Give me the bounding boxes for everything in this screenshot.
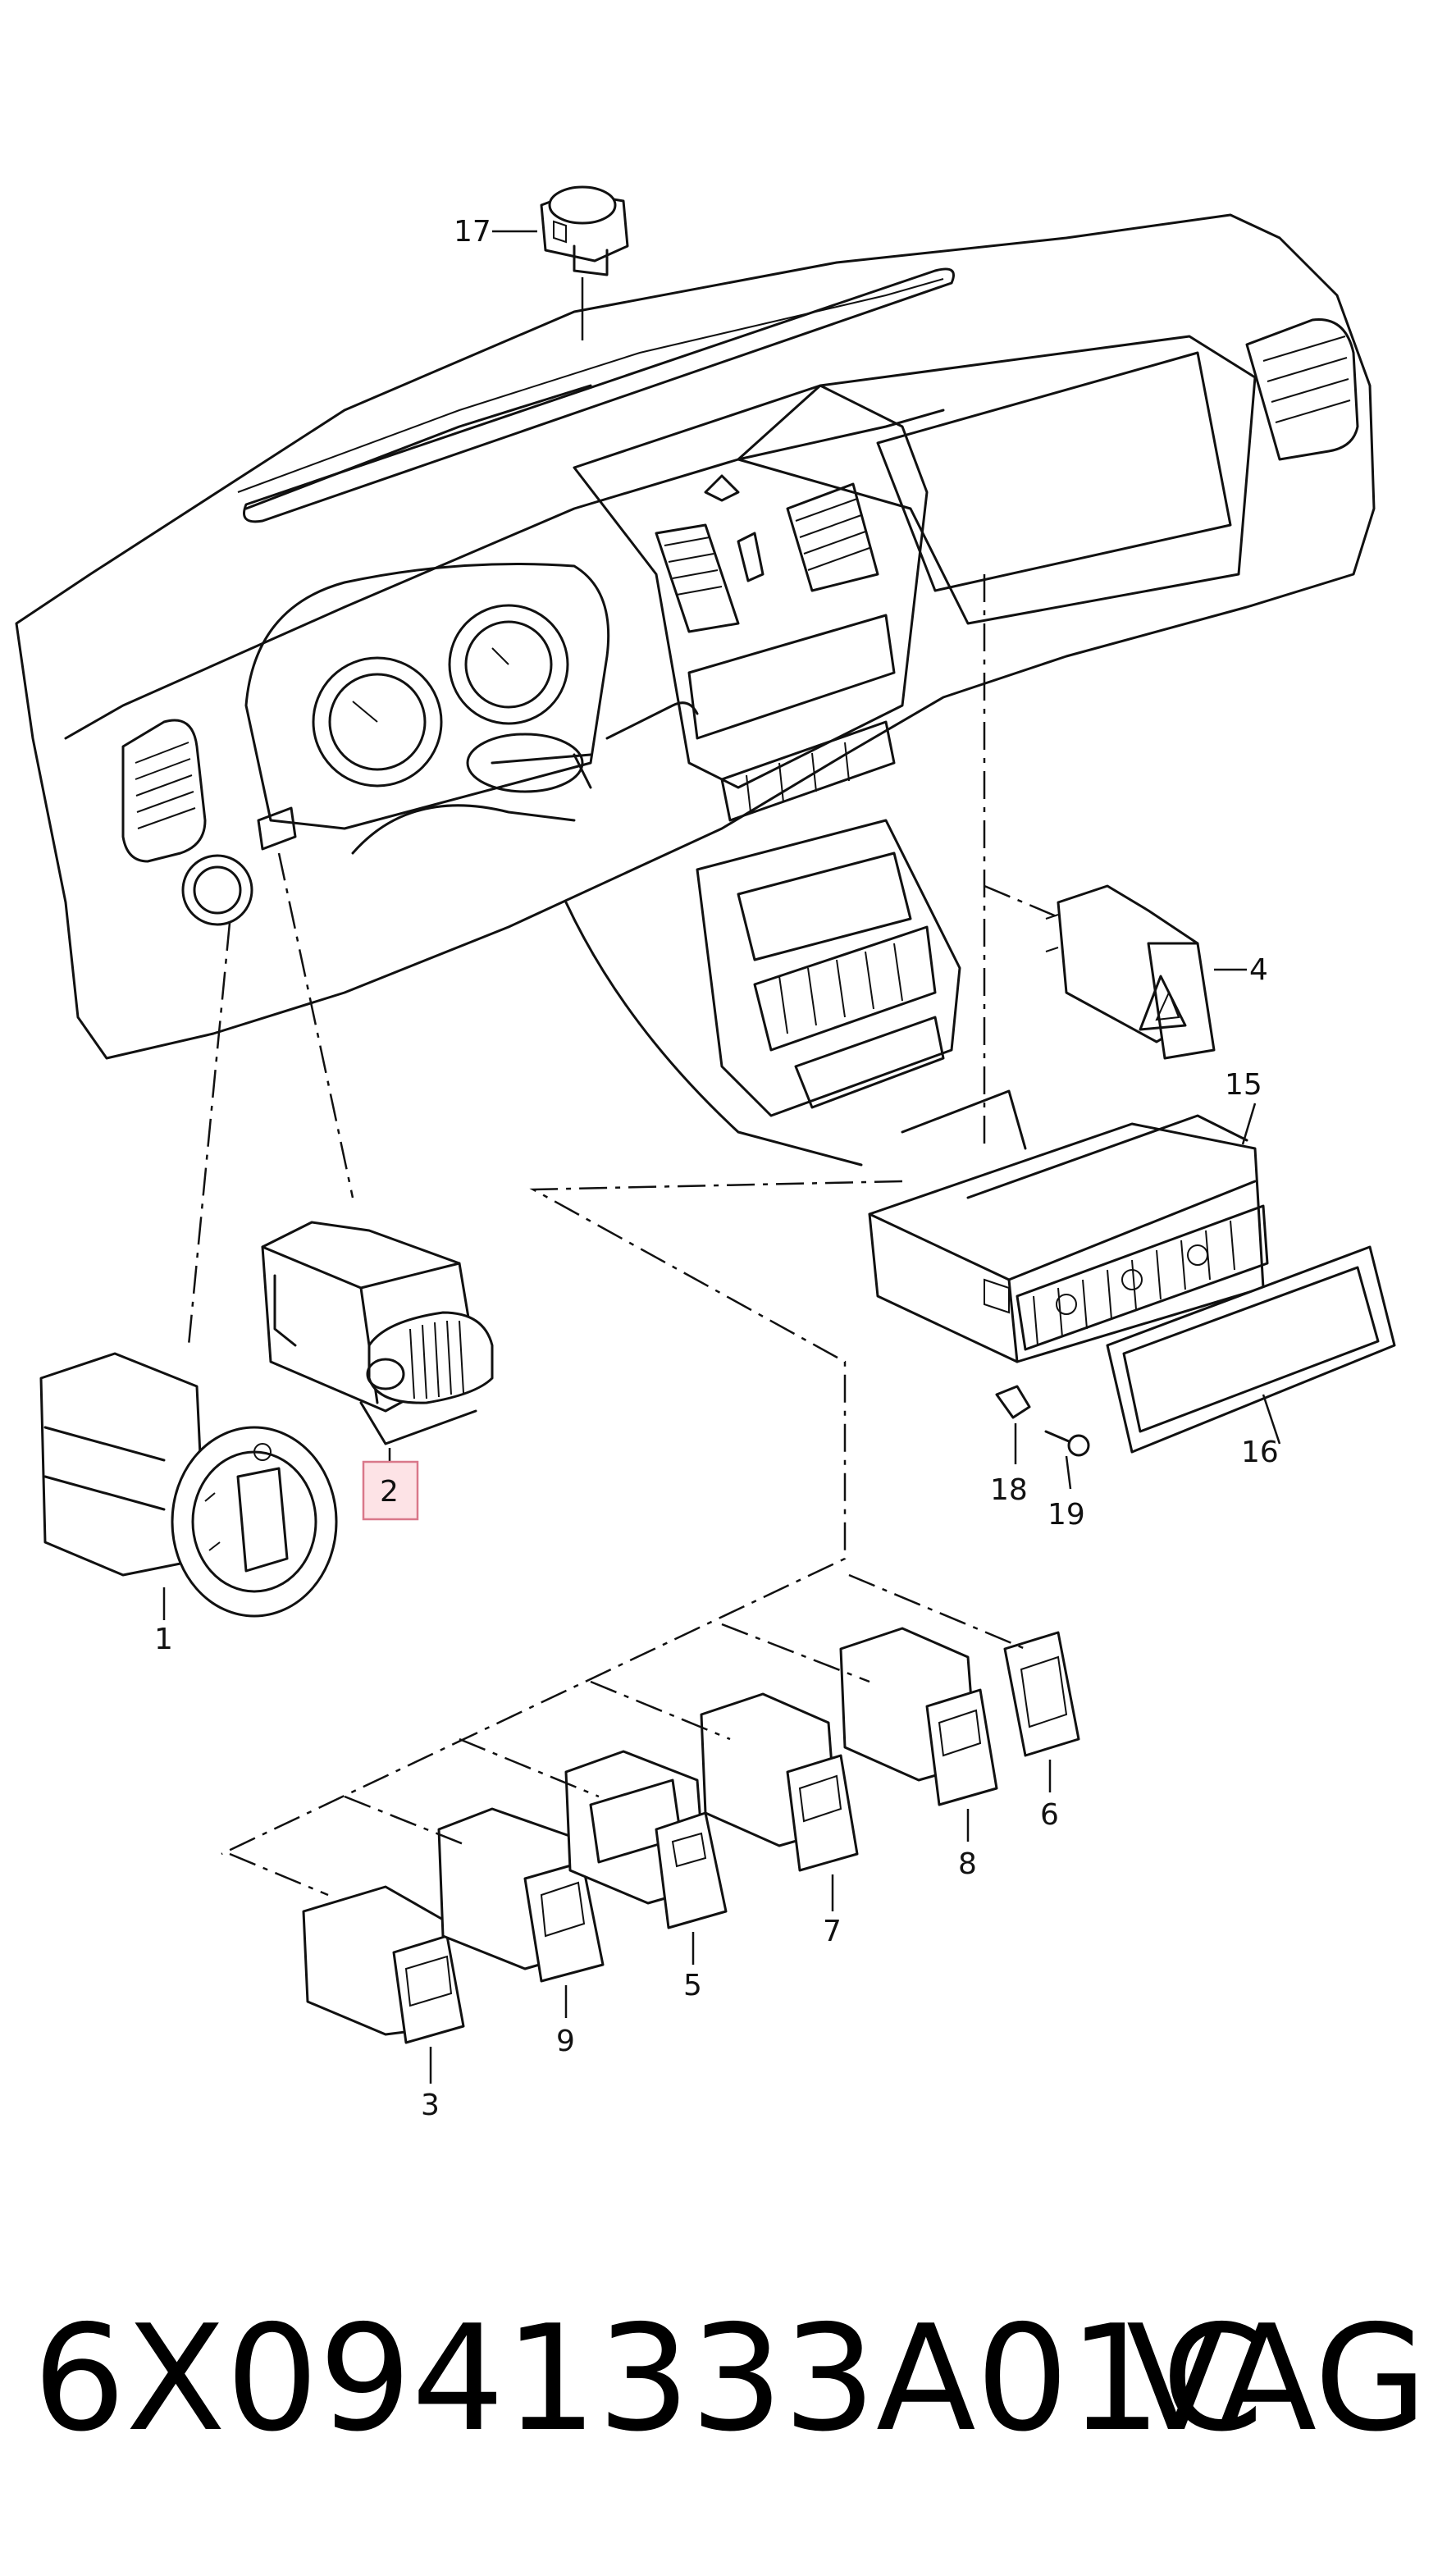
part-18-illustration — [995, 1385, 1031, 1464]
exploded-parts-diagram: 17 4 15 16 18 19 2 1 3 9 5 7 8 6 — [15, 185, 1396, 2122]
callout-7: 7 — [823, 1915, 842, 1948]
callout-18: 18 — [990, 1473, 1028, 1507]
part-1-illustration — [39, 1352, 338, 1620]
part-4-illustration — [1045, 884, 1247, 1060]
part-16-illustration — [1106, 1245, 1396, 1454]
callout-15: 15 — [1225, 1068, 1262, 1102]
assembly-guide-lines — [187, 574, 1063, 1897]
callout-4: 4 — [1249, 953, 1268, 987]
part-9-illustration — [437, 1807, 605, 2018]
part-15-illustration — [868, 1103, 1269, 1363]
callout-16: 16 — [1241, 1436, 1279, 1469]
highlight-box — [362, 1460, 419, 1521]
part-19-illustration — [1044, 1430, 1090, 1490]
callout-3: 3 — [421, 2089, 440, 2122]
dashboard-illustration — [15, 213, 1376, 1167]
part-number: 6X0941333A01C — [33, 2294, 1264, 2463]
callout-17: 17 — [454, 215, 491, 249]
part-5-illustration — [564, 1750, 728, 1965]
part-17-illustration — [492, 185, 629, 340]
part-2-illustration — [261, 1221, 494, 1477]
callout-1: 1 — [154, 1623, 173, 1656]
part-8-illustration — [839, 1627, 998, 1842]
callout-2: 2 — [380, 1475, 399, 1509]
part-6-illustration — [1003, 1631, 1080, 1792]
callout-9: 9 — [556, 2025, 575, 2058]
part-3-illustration — [302, 1885, 465, 2084]
part-7-illustration — [700, 1692, 859, 1911]
callout-19: 19 — [1047, 1498, 1085, 1532]
callout-5: 5 — [683, 1969, 702, 2002]
brand-label: VAG — [1126, 2294, 1427, 2463]
callout-8: 8 — [958, 1847, 977, 1881]
callout-6: 6 — [1040, 1798, 1059, 1832]
footer-row: 6X0941333A01C VAG — [33, 2297, 1427, 2461]
